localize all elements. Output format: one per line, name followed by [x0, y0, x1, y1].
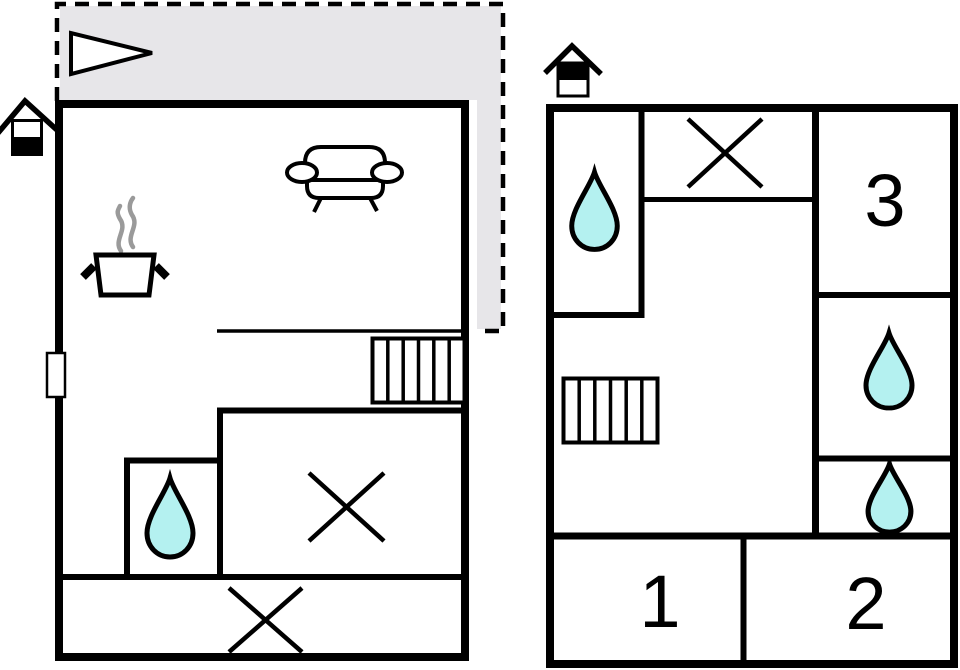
terrace-floor [60, 6, 501, 329]
terrace-area [54, 1, 506, 334]
chimney-icon [0, 97, 59, 156]
room-label-1: 1 [639, 560, 680, 643]
stairs-icon [561, 376, 660, 445]
chimney-icon [543, 42, 603, 98]
window-cross-icon [307, 471, 386, 543]
door-icon [45, 351, 67, 399]
terrace-dashed-border [54, 1, 506, 334]
direction-arrow-icon [69, 30, 153, 77]
cooking-pot-icon [80, 195, 170, 298]
stairs-icon [370, 336, 467, 405]
room-label-2: 2 [845, 562, 886, 645]
window-cross-icon [227, 586, 304, 654]
first-floor-plan: 1 2 3 [543, 42, 958, 668]
window-cross-icon [686, 117, 764, 189]
ground-floor-plan [0, 97, 469, 661]
room-label-3: 3 [864, 159, 905, 242]
first-floor-inner-walls [546, 108, 954, 664]
steam-icon [115, 195, 137, 254]
ground-floor-inner-walls [61, 329, 465, 580]
sofa-icon [285, 145, 404, 213]
